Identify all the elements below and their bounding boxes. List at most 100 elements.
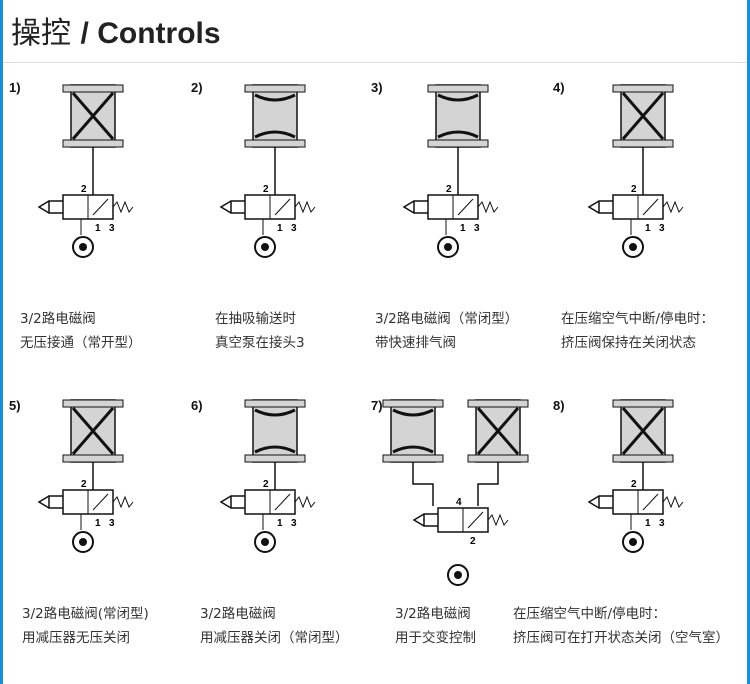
port-label: 3 bbox=[291, 223, 297, 234]
pinch-valve-body bbox=[252, 84, 298, 148]
port-label: 2 bbox=[81, 184, 87, 195]
flange bbox=[62, 454, 124, 463]
divider bbox=[3, 62, 747, 63]
flange bbox=[382, 454, 444, 463]
flow-arrow bbox=[92, 198, 109, 216]
spring-icon bbox=[112, 495, 134, 509]
page-title: 操控 / Controls bbox=[11, 16, 221, 51]
flange bbox=[467, 454, 529, 463]
panel-caption: 在压缩空气中断/停电时：挤压阀可在打开状态关闭（空气室） bbox=[513, 606, 729, 646]
spring-icon bbox=[112, 200, 134, 214]
panel-number: 2) bbox=[191, 80, 203, 95]
port-label: 2 bbox=[470, 536, 476, 547]
spring-icon bbox=[477, 200, 499, 214]
flow-arrow bbox=[467, 511, 484, 529]
solenoid-icon bbox=[219, 495, 245, 509]
flow-arrow bbox=[642, 198, 659, 216]
solenoid-icon bbox=[412, 513, 438, 527]
flange bbox=[467, 399, 529, 408]
panel-number: 1) bbox=[9, 80, 21, 95]
open-sleeve bbox=[254, 93, 296, 139]
pinch-valve-body bbox=[390, 399, 436, 463]
pump-center bbox=[261, 243, 269, 251]
pinch-valve-body bbox=[435, 84, 481, 148]
port-label: 1 bbox=[645, 223, 651, 234]
flange bbox=[427, 84, 489, 93]
flow-arrow bbox=[274, 198, 291, 216]
panel-caption: 3/2路电磁阀无压接通（常开型） bbox=[20, 311, 142, 351]
panel-number: 5) bbox=[9, 398, 21, 413]
closed-sleeve bbox=[621, 92, 665, 140]
open-sleeve bbox=[254, 408, 296, 454]
panel-number: 8) bbox=[553, 398, 565, 413]
panel-caption: 3/2路电磁阀（常闭型）带快速排气阀 bbox=[375, 311, 519, 351]
flange bbox=[612, 139, 674, 148]
panel-caption: 3/2路电磁阀用于交变控制 bbox=[395, 606, 476, 646]
spring-icon bbox=[662, 495, 684, 509]
diagram-line bbox=[412, 462, 499, 506]
panel-caption: 3/2路电磁阀(常闭型)用减压器无压关闭 bbox=[22, 606, 149, 646]
pump-center bbox=[79, 538, 87, 546]
solenoid-icon bbox=[402, 200, 428, 214]
spring-icon bbox=[662, 200, 684, 214]
flow-arrow bbox=[274, 493, 291, 511]
port-label: 1 bbox=[277, 223, 283, 234]
flange bbox=[382, 399, 444, 408]
panel-caption: 在抽吸输送时真空泵在接头3 bbox=[215, 311, 305, 351]
flange bbox=[62, 84, 124, 93]
port-label: 2 bbox=[263, 479, 269, 490]
closed-sleeve bbox=[476, 407, 520, 455]
open-sleeve bbox=[392, 408, 434, 454]
flange bbox=[612, 399, 674, 408]
pinch-valve-body bbox=[252, 399, 298, 463]
port-label: 2 bbox=[631, 184, 637, 195]
flange bbox=[427, 139, 489, 148]
pump-center bbox=[629, 243, 637, 251]
port-label: 3 bbox=[659, 518, 665, 529]
port-label: 2 bbox=[81, 479, 87, 490]
flow-arrow bbox=[92, 493, 109, 511]
solenoid-icon bbox=[37, 200, 63, 214]
solenoid-icon bbox=[219, 200, 245, 214]
flange bbox=[244, 399, 306, 408]
solenoid-icon bbox=[587, 495, 613, 509]
pump-center bbox=[629, 538, 637, 546]
port-label: 3 bbox=[474, 223, 480, 234]
port-label: 3 bbox=[291, 518, 297, 529]
port-label: 2 bbox=[631, 479, 637, 490]
closed-sleeve bbox=[621, 407, 665, 455]
panel-number: 7) bbox=[371, 398, 383, 413]
open-sleeve bbox=[437, 93, 479, 139]
panel-caption: 在压缩空气中断/停电时：挤压阀保持在关闭状态 bbox=[561, 311, 715, 351]
flange bbox=[244, 454, 306, 463]
port-label: 1 bbox=[277, 518, 283, 529]
flange bbox=[244, 84, 306, 93]
flow-arrow bbox=[457, 198, 474, 216]
closed-sleeve bbox=[71, 407, 115, 455]
closed-sleeve bbox=[71, 92, 115, 140]
port-label: 1 bbox=[95, 518, 101, 529]
port-label: 2 bbox=[263, 184, 269, 195]
flange bbox=[612, 454, 674, 463]
solenoid-icon bbox=[587, 200, 613, 214]
port-label: 4 bbox=[456, 497, 462, 508]
panel-caption: 3/2路电磁阀用减压器关闭（常闭型） bbox=[200, 606, 349, 646]
port-label: 2 bbox=[446, 184, 452, 195]
panel-number: 4) bbox=[553, 80, 565, 95]
port-label: 1 bbox=[645, 518, 651, 529]
panel-number: 3) bbox=[371, 80, 383, 95]
spring-icon bbox=[294, 200, 316, 214]
port-label: 1 bbox=[95, 223, 101, 234]
spring-icon bbox=[294, 495, 316, 509]
flange bbox=[62, 139, 124, 148]
port-label: 3 bbox=[109, 518, 115, 529]
pump-center bbox=[444, 243, 452, 251]
spring-icon bbox=[487, 513, 509, 527]
solenoid-icon bbox=[37, 495, 63, 509]
pump-center bbox=[79, 243, 87, 251]
panel-number: 6) bbox=[191, 398, 203, 413]
flange bbox=[612, 84, 674, 93]
port-label: 3 bbox=[659, 223, 665, 234]
